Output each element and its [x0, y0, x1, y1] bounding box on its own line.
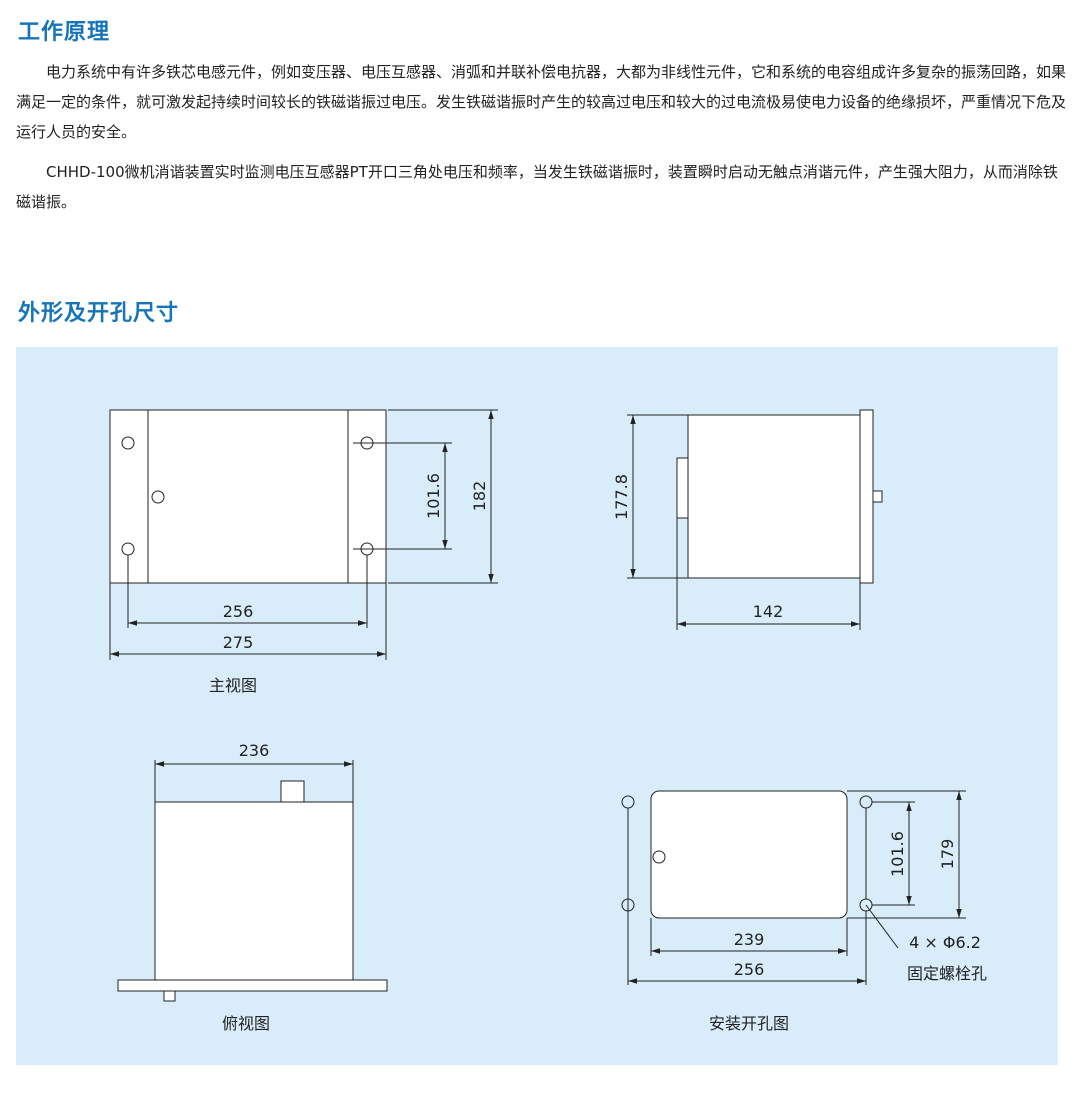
top-view: [117, 760, 388, 1002]
section-title-dimensions: 外形及开孔尺寸: [18, 301, 180, 326]
side-dim-depth: 142: [753, 602, 784, 621]
section-title-principle: 工作原理: [18, 20, 111, 45]
cutout-view: [621, 790, 966, 985]
front-dim-hole-h: 256: [223, 602, 254, 621]
principle-paragraph-2: CHHD-100微机消谐装置实时监测电压互感器PT开口三角处电压和频率，当发生铁…: [16, 163, 1058, 211]
top-dim-width: 236: [239, 741, 270, 760]
bolt-hole-label: 固定螺栓孔: [907, 964, 987, 983]
front-view-caption: 主视图: [209, 676, 257, 695]
front-view: [109, 409, 498, 660]
cutout-view-caption: 安装开孔图: [709, 1014, 789, 1033]
front-dim-height: 182: [470, 481, 489, 512]
cutout-dim-hole-h: 256: [734, 960, 765, 979]
top-view-caption: 俯视图: [222, 1014, 270, 1033]
bolt-hole-note: 4 × Φ6.2: [909, 933, 981, 952]
side-dim-height: 177.8: [612, 474, 631, 520]
front-dim-hole-v: 101.6: [424, 473, 443, 519]
side-view: [627, 409, 883, 630]
cutout-dim-hole-v: 101.6: [888, 831, 907, 877]
cutout-dim-height: 179: [938, 839, 957, 870]
front-dim-width: 275: [223, 633, 254, 652]
principle-paragraph-1: 电力系统中有许多铁芯电感元件，例如变压器、电压互感器、消弧和并联补偿电抗器，大都…: [16, 63, 1067, 141]
cutout-dim-cut-w: 239: [734, 930, 765, 949]
